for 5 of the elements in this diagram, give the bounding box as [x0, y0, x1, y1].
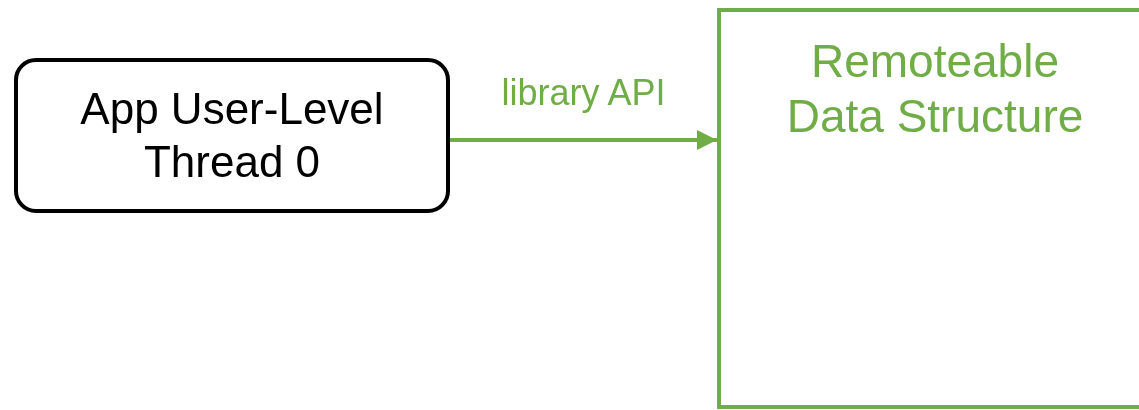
arrow: [450, 130, 717, 150]
node-label: App User-Level Thread 0: [79, 82, 385, 188]
node-label: Remoteable Data Structure: [785, 34, 1085, 145]
process-box: [14, 58, 450, 213]
container-box: [717, 8, 1139, 409]
